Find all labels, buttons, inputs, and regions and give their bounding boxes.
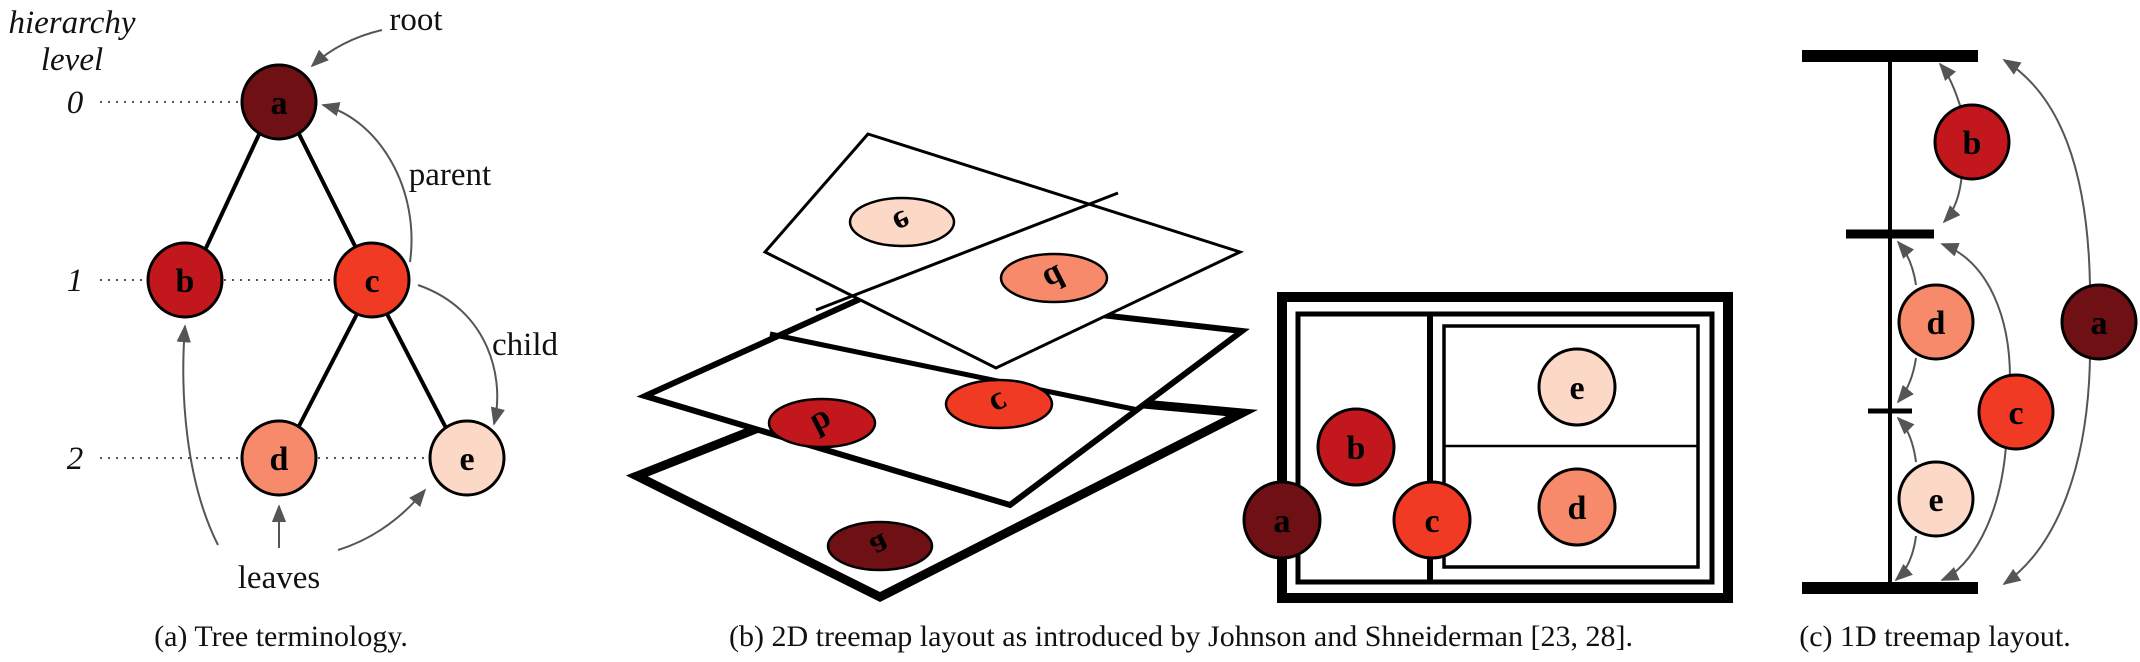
layer-node-e: e [848,196,956,248]
level-1-label: 1 [67,263,84,299]
svg-text:a: a [1274,503,1291,540]
child-label: child [492,327,558,363]
layer-node-a: a [826,520,934,572]
svg-text:e: e [1928,482,1943,519]
level-2-label: 2 [67,441,84,477]
root-label: root [389,2,442,38]
tree-node-b: b [146,241,224,319]
treemap-node-a: a [1242,480,1322,560]
layer-bc: b c [636,286,1250,509]
1d-node-d: d [1897,283,1975,361]
layer-node-c: c [944,378,1054,430]
1d-node-e: e [1897,460,1975,538]
svg-text:b: b [1347,430,1366,467]
svg-text:c: c [364,263,379,300]
svg-text:e: e [1569,370,1584,407]
treemap-node-c: c [1392,480,1472,560]
level-0-label: 0 [67,85,84,121]
caption-c: (c) 1D treemap layout. [1799,620,2071,653]
svg-text:a: a [271,85,288,122]
panel-a-tree-terminology: hierarchy level 0 1 2 roo [8,2,558,653]
tree-node-e: e [428,419,506,497]
svg-text:e: e [459,441,474,478]
1d-node-a: a [2060,283,2138,361]
flat-treemap: a b c e d [1242,292,1733,603]
tree-node-c: c [333,241,411,319]
1d-node-c: c [1977,373,2055,451]
layer-node-d: d [999,252,1109,304]
panel-b-2d-treemap: a b c e d [625,132,1733,653]
tree-edges [204,127,448,429]
svg-text:d: d [270,441,289,478]
treemap-node-e: e [1537,347,1617,427]
treemap-node-b: b [1316,407,1396,487]
panel-c-1d-treemap: b d e c a (c) 1D treemap layout. [1799,50,2138,653]
svg-text:c: c [1424,503,1439,540]
caption-a: (a) Tree terminology. [154,620,408,653]
svg-text:d: d [1927,305,1946,342]
svg-text:d: d [1568,490,1587,527]
svg-text:b: b [1963,125,1982,162]
parent-label: parent [409,157,491,193]
hierarchy-level-header-line1: hierarchy [8,5,135,41]
treemap-node-d: d [1537,467,1617,547]
caption-b: (b) 2D treemap layout as introduced by J… [729,620,1633,653]
svg-text:a: a [2091,305,2108,342]
tree-node-a: a [240,63,318,141]
annotation-arrows [176,29,505,551]
layer-de: e d [762,132,1245,370]
tree-node-d: d [240,419,318,497]
layer-node-b: b [767,397,877,449]
svg-text:b: b [176,263,195,300]
svg-text:c: c [2008,395,2023,432]
leaves-label: leaves [238,560,320,596]
1d-node-b: b [1933,103,2011,181]
hierarchy-level-header-line2: level [41,42,103,78]
